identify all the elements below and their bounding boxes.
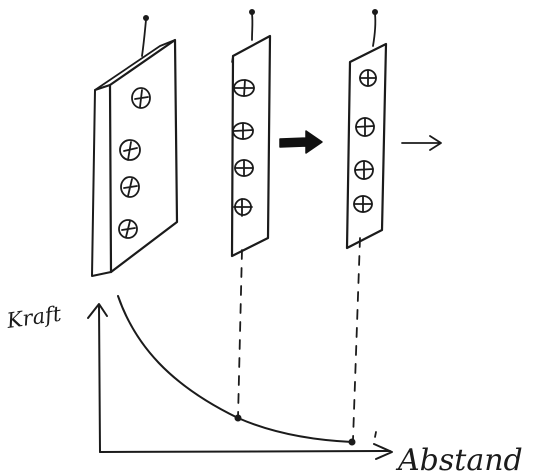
charge-3: + [354,160,374,180]
curve-point-middle [234,414,242,422]
charge-2: + [232,122,254,140]
charge-4: + [233,198,253,217]
curve-point-moving [348,438,356,446]
charge-1: + [233,79,255,97]
charge-1: + [131,87,151,109]
y-axis-label: Kraft [4,302,63,334]
dashed-projection-middle [237,249,243,419]
plate-edge [231,55,234,63]
charge-2: + [119,139,141,161]
charged-plate-middle: + + + + [230,9,272,258]
charge-3: + [234,159,254,177]
hanger-knot [143,15,149,21]
force-curve [117,295,353,443]
dashed-projection-moving [352,237,361,441]
x-axis-arrowhead [373,443,393,460]
charge-3: + [120,176,140,198]
y-axis [98,304,101,453]
thick-push-arrow [279,130,323,154]
dashed-mark-end [373,431,377,443]
plate-front-face [345,42,388,250]
hanger-knot [372,9,378,15]
plate-front-face [230,34,272,258]
charged-plate-moving: + + + + [345,9,388,250]
charge-4: + [353,195,373,213]
plate-front-face [108,38,179,274]
hanger-knot [249,9,255,15]
plate-side-face [91,84,112,277]
x-axis [99,450,391,453]
hanger-string [141,19,147,57]
plate-top-edge [94,39,176,91]
y-axis-arrowhead [87,303,108,319]
charge-2: + [355,117,375,137]
x-axis-label: Abstand [395,443,523,475]
charge-1: + [359,69,377,87]
force-distance-graph [87,295,393,460]
charged-plate-fixed: + + + + [91,15,179,277]
hanger-string [372,13,377,47]
charge-4: + [118,219,138,239]
thin-motion-arrow [401,135,442,151]
